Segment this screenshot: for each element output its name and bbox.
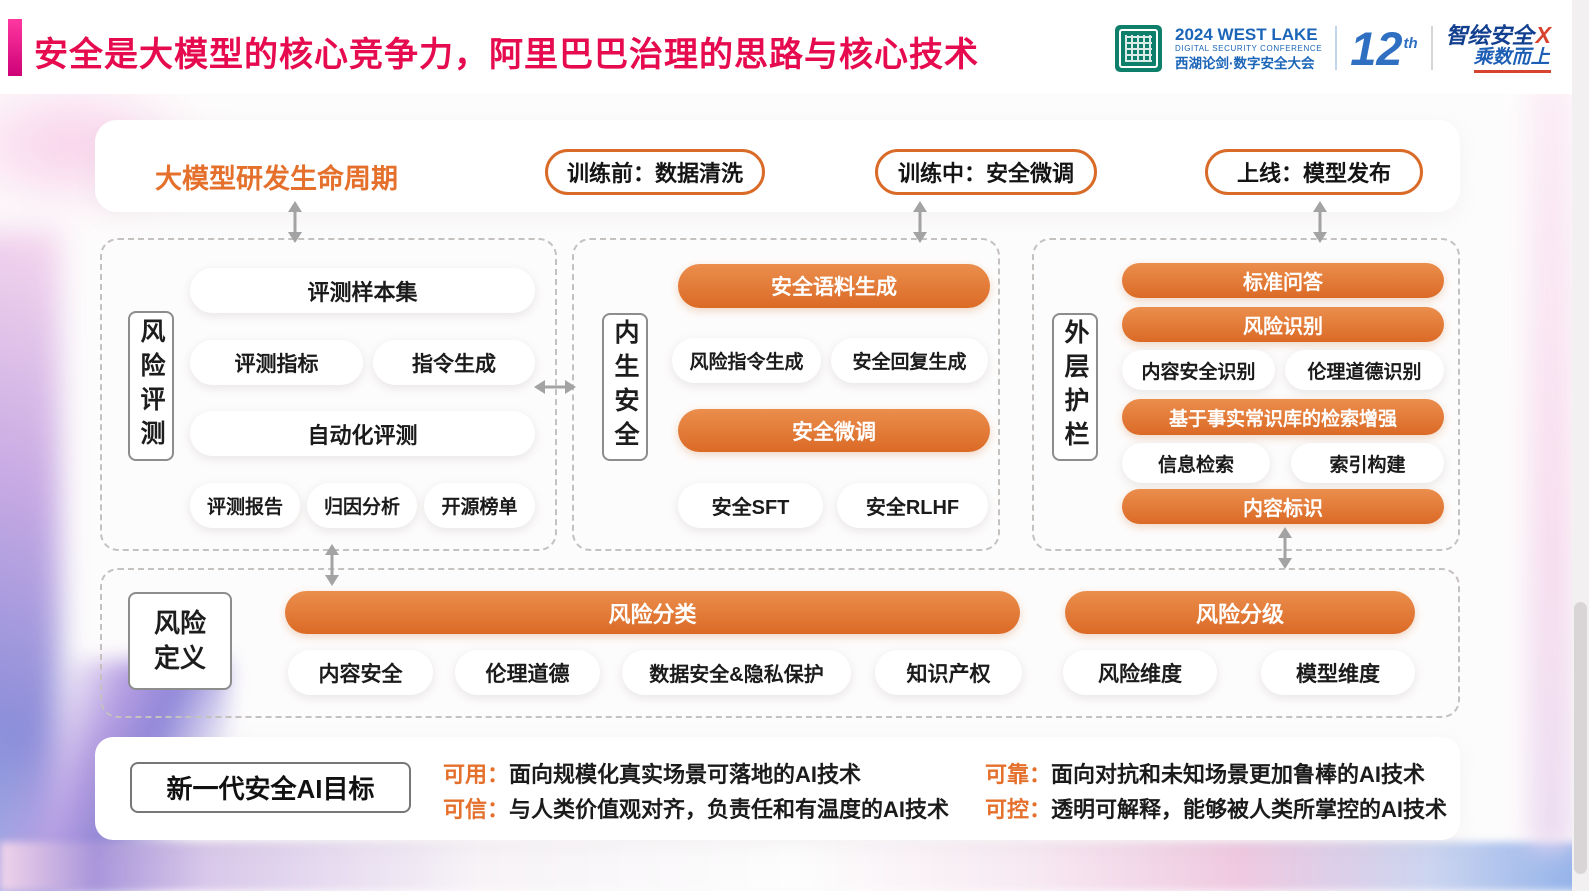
intrinsic-safety-side-label-text: 内生安全 <box>611 319 639 455</box>
bar-risk-grading: 风险分级 <box>1065 591 1415 634</box>
goal-controllable-prefix: 可控： <box>985 797 1052 822</box>
brand-line-1: 智绘安全X <box>1445 21 1551 48</box>
outer-guardrail-side-label: 外层护栏 <box>1052 313 1098 461</box>
pill-retrieval-aug: 基于事实常识库的检索增强 <box>1122 399 1444 435</box>
arrow-risk-eval-to-intrinsic <box>534 380 576 394</box>
goal-trustworthy: 可信： 与人类价值观对齐，负责任和有温度的AI技术 <box>443 792 949 824</box>
page-title: 安全是大模型的核心竞争力，阿里巴巴治理的思路与核心技术 <box>34 36 979 74</box>
brand-logo: 智绘安全X 乘数而上 <box>1445 21 1551 74</box>
pill-instruction-gen: 指令生成 <box>373 340 535 385</box>
arrow-guardrail-to-risk-definition <box>1278 527 1292 569</box>
pill-corpus-gen: 安全语料生成 <box>678 264 990 308</box>
outer-guardrail-side-label-text: 外层护栏 <box>1061 319 1089 455</box>
pill-info-retrieval: 信息检索 <box>1122 443 1270 483</box>
arrow-lifecycle-to-risk-eval <box>288 201 302 243</box>
goal-controllable: 可控： 透明可解释，能够被人类所掌控的AI技术 <box>985 792 1447 824</box>
scrollbar-thumb[interactable] <box>1574 602 1587 874</box>
pill-data-privacy: 数据安全&隐私保护 <box>622 650 851 695</box>
pill-safe-reply-gen: 安全回复生成 <box>831 338 988 383</box>
pill-content-safety-recog: 内容安全识别 <box>1122 350 1275 390</box>
brand-name: 智绘安全 <box>1445 22 1534 48</box>
pill-risk-dimension: 风险维度 <box>1063 650 1217 695</box>
conference-subtitle: DIGITAL SECURITY CONFERENCE <box>1175 44 1323 54</box>
pill-ethics-recog: 伦理道德识别 <box>1285 350 1444 390</box>
pill-content-safety: 内容安全 <box>288 650 433 695</box>
outer-guardrail-panel <box>1032 238 1460 551</box>
pill-attribution: 归因分析 <box>307 483 417 528</box>
pill-risk-instruction-gen: 风险指令生成 <box>672 338 821 383</box>
pill-auto-eval: 自动化评测 <box>190 411 535 456</box>
pill-safe-sft: 安全SFT <box>678 483 823 528</box>
risk-definition-side-label: 风险 定义 <box>128 592 232 690</box>
stage-pre-training: 训练前：数据清洗 <box>545 149 765 195</box>
pill-index-build: 索引构建 <box>1291 443 1444 483</box>
pill-eval-metrics: 评测指标 <box>190 340 363 385</box>
logo-divider-2 <box>1430 26 1433 70</box>
goal-reliable-text: 面向对抗和未知场景更加鲁棒的AI技术 <box>1051 762 1426 787</box>
conference-cn-name: 西湖论剑·数字安全大会 <box>1175 55 1315 71</box>
risk-eval-side-label: 风险评测 <box>128 311 174 461</box>
lifecycle-title: 大模型研发生命周期 <box>155 164 398 194</box>
arrow-lifecycle-to-guardrail <box>1313 201 1327 243</box>
pill-leaderboard: 开源榜单 <box>424 483 535 528</box>
pill-sample-set: 评测样本集 <box>190 268 535 313</box>
arrow-risk-eval-to-risk-definition <box>325 544 339 586</box>
pill-content-label: 内容标识 <box>1122 489 1444 524</box>
arrow-lifecycle-to-intrinsic <box>913 201 927 243</box>
goal-trustworthy-prefix: 可信： <box>443 797 510 822</box>
goal-usable: 可用： 面向规模化真实场景可落地的AI技术 <box>443 757 861 789</box>
background-gradient-right <box>1529 85 1574 850</box>
background-gradient-bottom <box>0 842 1589 891</box>
goal-controllable-text: 透明可解释，能够被人类所掌控的AI技术 <box>1051 797 1448 822</box>
conference-logo-text: 2024 WEST LAKE DIGITAL SECURITY CONFEREN… <box>1175 25 1322 71</box>
conference-name: 2024 WEST LAKE <box>1175 24 1318 44</box>
pill-safety-finetune: 安全微调 <box>678 409 990 452</box>
pill-ip: 知识产权 <box>875 650 1022 695</box>
brand-line-2: 乘数而上 <box>1473 47 1551 74</box>
bar-risk-classification: 风险分类 <box>285 591 1020 634</box>
edition-suffix: th <box>1403 34 1418 52</box>
goal-usable-text: 面向规模化真实场景可落地的AI技术 <box>509 762 862 787</box>
brand-x-mark: X <box>1535 21 1551 48</box>
risk-definition-label-line1: 风险 <box>153 607 206 638</box>
goal-reliable: 可靠： 面向对抗和未知场景更加鲁棒的AI技术 <box>985 757 1425 789</box>
pill-ethics: 伦理道德 <box>455 650 600 695</box>
risk-definition-label-line2: 定义 <box>153 643 206 673</box>
goals-title-box: 新一代安全AI目标 <box>130 762 411 813</box>
background-gradient-left <box>0 230 60 891</box>
pill-risk-recognition: 风险识别 <box>1122 307 1444 342</box>
header-logos: 2024 WEST LAKE DIGITAL SECURITY CONFEREN… <box>1115 22 1551 74</box>
stage-launch: 上线：模型发布 <box>1205 149 1423 195</box>
pill-standard-qa: 标准问答 <box>1122 263 1444 298</box>
title-accent-bar <box>8 19 22 76</box>
risk-definition-panel <box>100 568 1460 718</box>
edition-number: 12 <box>1350 21 1403 75</box>
goal-reliable-prefix: 可靠： <box>985 762 1052 787</box>
pill-eval-report: 评测报告 <box>190 483 300 528</box>
intrinsic-safety-panel <box>572 238 1000 551</box>
goal-trustworthy-text: 与人类价值观对齐，负责任和有温度的AI技术 <box>509 797 950 822</box>
risk-eval-side-label-text: 风险评测 <box>137 318 165 454</box>
header: 安全是大模型的核心竞争力，阿里巴巴治理的思路与核心技术 2024 WEST LA… <box>0 0 1589 94</box>
goal-usable-prefix: 可用： <box>443 762 510 787</box>
westlake-seal-logo <box>1115 24 1162 72</box>
stage-in-training: 训练中：安全微调 <box>875 149 1097 195</box>
logo-divider <box>1335 26 1338 70</box>
intrinsic-safety-side-label: 内生安全 <box>602 313 648 461</box>
scrollbar-track[interactable] <box>1572 0 1589 891</box>
conference-edition: 12th <box>1350 25 1417 72</box>
pill-safe-rlhf: 安全RLHF <box>837 483 988 528</box>
pill-model-dimension: 模型维度 <box>1261 650 1415 695</box>
